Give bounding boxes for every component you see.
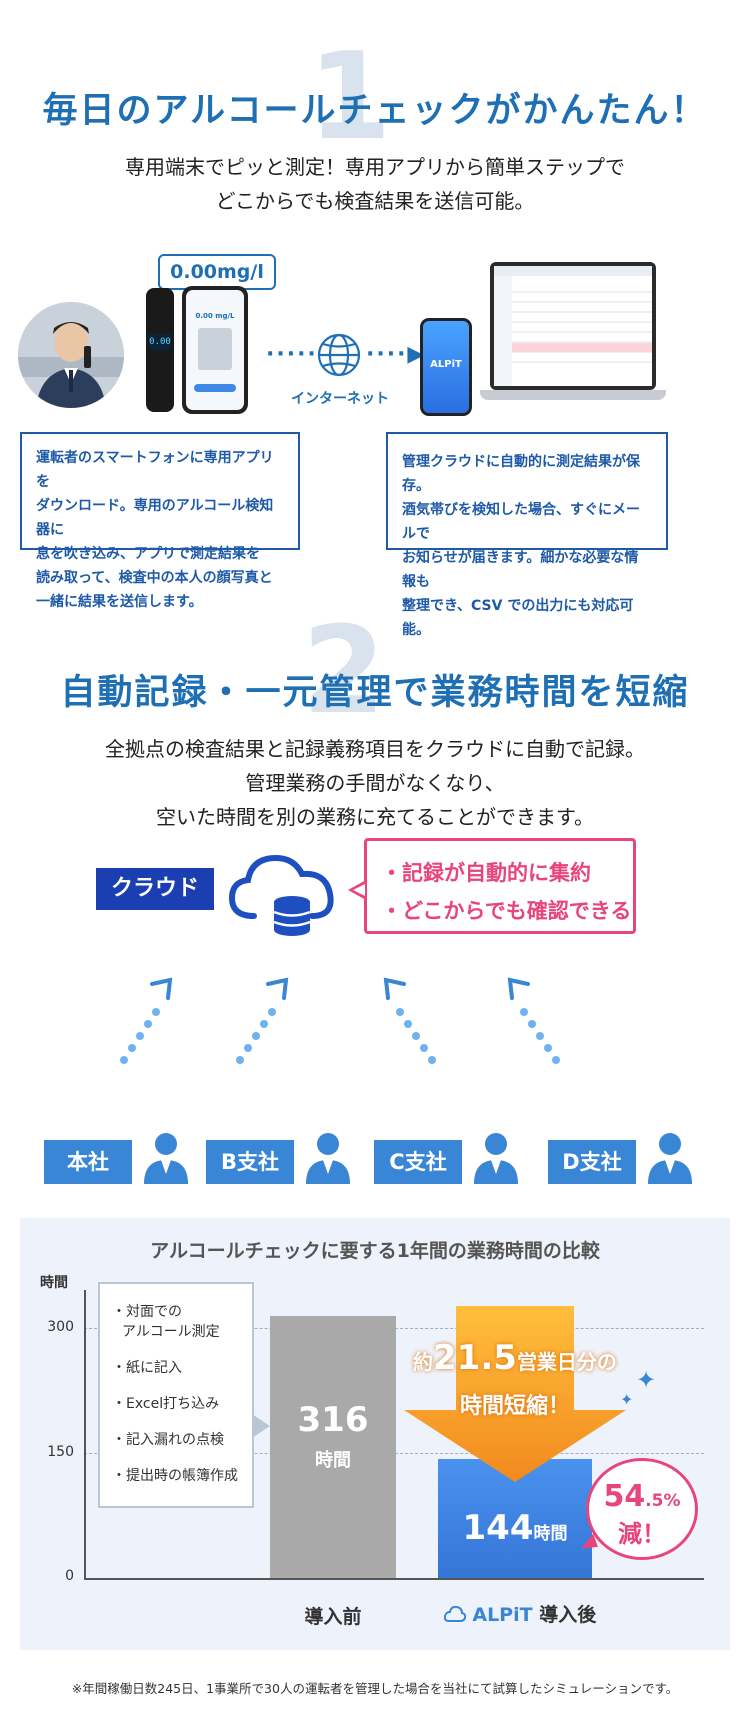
section1-number: 1 — [308, 28, 392, 167]
connector-dots-right: ····▶ — [366, 342, 427, 367]
task-item: ・提出時の帳簿作成 — [112, 1468, 238, 1484]
driver-desc-line: 一緒に結果を送信します。 — [36, 594, 203, 610]
reduction-percent-decimal: .5% — [645, 1491, 681, 1511]
chart-title: アルコールチェックに要する1年間の業務時間の比較 — [150, 1240, 600, 1262]
driver-desc-line: ダウンロード。専用のアルコール検知器に — [36, 498, 274, 538]
feature-auto-record: ・記録が自動的に集約 — [381, 861, 591, 885]
driver-desc-line: 読み取って、検査中の本人の顔写真と — [36, 570, 273, 586]
footnote: ※年間稼働日数245日、1事業所で30人の運転者を管理した場合を当社にて試算した… — [71, 1681, 679, 1696]
task-item: アルコール測定 — [122, 1324, 220, 1340]
section1-lead-1: 専用端末でピッと測定！専用アプリから簡単ステップで — [125, 155, 625, 179]
reduction-days: 21.5 — [433, 1338, 517, 1378]
driver-description-box: 運転者のスマートフォンに専用アプリを ダウンロード。専用のアルコール検知器に 息… — [20, 432, 300, 610]
section2-number: 2 — [302, 602, 386, 741]
after-value-group: 144時間 — [438, 1508, 592, 1548]
task-list-box: ・対面での アルコール測定 ・紙に記入 ・Excel打ち込み ・記入漏れの点検 … — [98, 1282, 254, 1508]
branch-c: C支社 — [374, 1140, 462, 1184]
branch-d: D支社 — [548, 1140, 636, 1184]
globe-icon — [314, 330, 364, 380]
sparkle-icon: ✦ — [620, 1390, 634, 1409]
category-before: 導入前 — [304, 1606, 362, 1628]
person-icon — [142, 1130, 190, 1184]
management-laptop — [480, 262, 666, 408]
reduction-percent: 54 — [603, 1479, 646, 1514]
reduction-percent-suffix: 減！ — [618, 1520, 666, 1548]
after-label: 導入後 — [539, 1604, 597, 1626]
section2-title: 自動記録・一元管理で業務時間を短縮 — [60, 673, 690, 713]
reduction-arrow — [404, 1306, 626, 1482]
alpit-brand: ALPiT — [472, 1604, 533, 1626]
reading-bubble: 0.00mg/l — [158, 254, 276, 290]
feature-access-anywhere: ・どこからでも確認できる — [381, 899, 632, 923]
bubble-tail-inner — [353, 884, 365, 896]
reduction-message: 約21.5営業日分の — [408, 1338, 622, 1378]
person-icon — [472, 1130, 520, 1184]
section2-lead-3: 空いた時間を別の業務に充てることができます。 — [156, 805, 594, 829]
branch-headoffice: 本社 — [44, 1140, 132, 1184]
upload-arrows — [120, 977, 560, 1064]
device-display: 0.00 — [149, 334, 171, 350]
before-unit: 時間 — [315, 1450, 351, 1471]
reduction-message-line2: 時間短縮！ — [459, 1394, 570, 1419]
phone-brand: ALPiT — [430, 359, 462, 370]
person-icon — [304, 1130, 352, 1184]
task-item: ・対面での — [112, 1304, 182, 1320]
phone-reading: 0.00 mg/L — [195, 312, 235, 320]
sparkle-icon: ✦ — [636, 1366, 657, 1394]
y-axis-label: 時間 — [40, 1275, 68, 1291]
after-value: 144 — [462, 1508, 534, 1548]
section1-title: 毎日のアルコールチェックがかんたん！ — [42, 91, 708, 131]
category-after: ALPiT 導入後 — [420, 1600, 620, 1627]
after-unit: 時間 — [533, 1524, 568, 1544]
driver-phone: 0.00 mg/L — [182, 286, 248, 414]
cloud-label: クラウド — [96, 868, 214, 910]
feature-bubble: ・記録が自動的に集約 ・どこからでも確認できる — [364, 838, 636, 934]
cloud-description-box: 管理クラウドに自動的に測定結果が保存。 酒気帯びを検知した場合、すぐにメールで … — [386, 432, 668, 638]
manager-phone: ALPiT — [420, 318, 472, 416]
section1-lead-2: どこからでも検査結果を送信可能。 — [215, 189, 535, 213]
task-item: ・Excel打ち込み — [112, 1396, 220, 1412]
driver-desc-line: 運転者のスマートフォンに専用アプリを — [36, 450, 274, 490]
phone-photo — [198, 328, 232, 370]
section2-lead-1: 全拠点の検査結果と記録義務項目をクラウドに自動で記録。 — [105, 737, 645, 761]
driver-desc-line: 息を吹き込み、アプリで測定結果を — [36, 546, 260, 562]
cloud-desc-line: 整理でき、CSV での出力にも対応可能。 — [402, 598, 634, 638]
alpit-logo-icon — [443, 1605, 466, 1623]
connector-dots-left: ····· — [266, 342, 318, 367]
task-item: ・紙に記入 — [112, 1360, 182, 1376]
before-value: 316 — [297, 1400, 369, 1440]
person-icon — [646, 1130, 694, 1184]
cloud-database-icon — [226, 846, 342, 942]
cloud-desc-line: お知らせが届きます。細かな必要な情報も — [402, 550, 639, 590]
phone-send-button — [194, 384, 236, 392]
reduction-suffix: 営業日分の — [516, 1350, 617, 1374]
breathalyzer-device: 0.00 — [146, 288, 174, 412]
reduction-prefix: 約 — [413, 1350, 434, 1374]
task-box-pointer — [252, 1414, 270, 1438]
branch-b: B支社 — [206, 1140, 294, 1184]
driver-avatar — [18, 302, 124, 408]
cloud-desc-line: 酒気帯びを検知した場合、すぐにメールで — [402, 502, 640, 542]
task-item: ・記入漏れの点検 — [112, 1432, 224, 1448]
internet-label: インターネット — [291, 391, 389, 407]
reduction-percent-badge: 54.5% 減！ — [586, 1458, 698, 1560]
cloud-desc-line: 管理クラウドに自動的に測定結果が保存。 — [402, 454, 640, 494]
section2-lead-2: 管理業務の手間がなくなり、 — [245, 771, 505, 795]
